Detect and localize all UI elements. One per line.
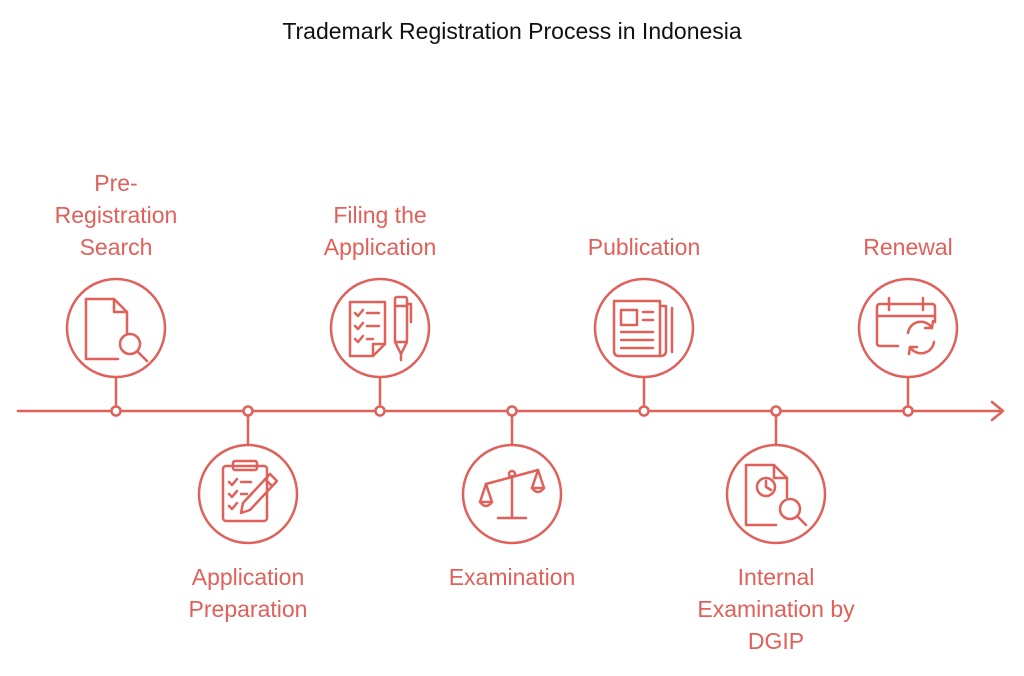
step-1-label-box: Pre- Registration Search: [21, 100, 211, 263]
balance-scale-icon: [478, 468, 546, 520]
step-5-label-box: Publication: [549, 100, 739, 263]
step-4-label: Examination: [448, 564, 576, 590]
checklist-pen-icon: [348, 295, 413, 362]
step-3-label: Filing the Application: [323, 202, 437, 260]
step-6-label-box: Internal Examination by DGIP: [681, 561, 871, 657]
step-circle-6: [725, 443, 827, 545]
step-7-label-box: Renewal: [813, 100, 1003, 263]
calendar-refresh-icon: [875, 296, 937, 356]
timeline-node-5: [638, 405, 650, 417]
step-label: Pre- Registration Search: [21, 167, 211, 263]
step-label: Publication: [549, 231, 739, 263]
step-7-label: Renewal: [863, 234, 953, 260]
step-label: Filing the Application: [285, 199, 475, 263]
newspaper-icon: [612, 299, 674, 358]
step-2-label-box: Application Preparation: [153, 561, 343, 625]
step-circle-7: [857, 277, 959, 379]
step-2-label: Application Preparation: [188, 564, 308, 622]
step-circle-1: [65, 277, 167, 379]
timeline-node-7: [902, 405, 914, 417]
step-4-label-box: Examination: [417, 561, 607, 593]
step-label: Renewal: [813, 231, 1003, 263]
step-6-label: Internal Examination by DGIP: [697, 564, 855, 654]
step-circle-3: [329, 277, 431, 379]
document-search-icon: [84, 297, 149, 363]
step-circle-4: [461, 443, 563, 545]
timeline-node-2: [242, 405, 254, 417]
diagram-title: Trademark Registration Process in Indone…: [282, 18, 742, 44]
document-clock-search-icon: [744, 463, 808, 527]
timeline-node-1: [110, 405, 122, 417]
timeline-node-4: [506, 405, 518, 417]
step-1-label: Pre- Registration Search: [54, 170, 178, 260]
step-5-label: Publication: [587, 234, 701, 260]
arrow-head-icon: [990, 400, 1005, 422]
step-circle-2: [197, 443, 299, 545]
step-3-label-box: Filing the Application: [285, 100, 475, 263]
timeline-node-6: [770, 405, 782, 417]
timeline-node-3: [374, 405, 386, 417]
clipboard-checklist-pencil-icon: [221, 459, 279, 523]
step-circle-5: [593, 277, 695, 379]
